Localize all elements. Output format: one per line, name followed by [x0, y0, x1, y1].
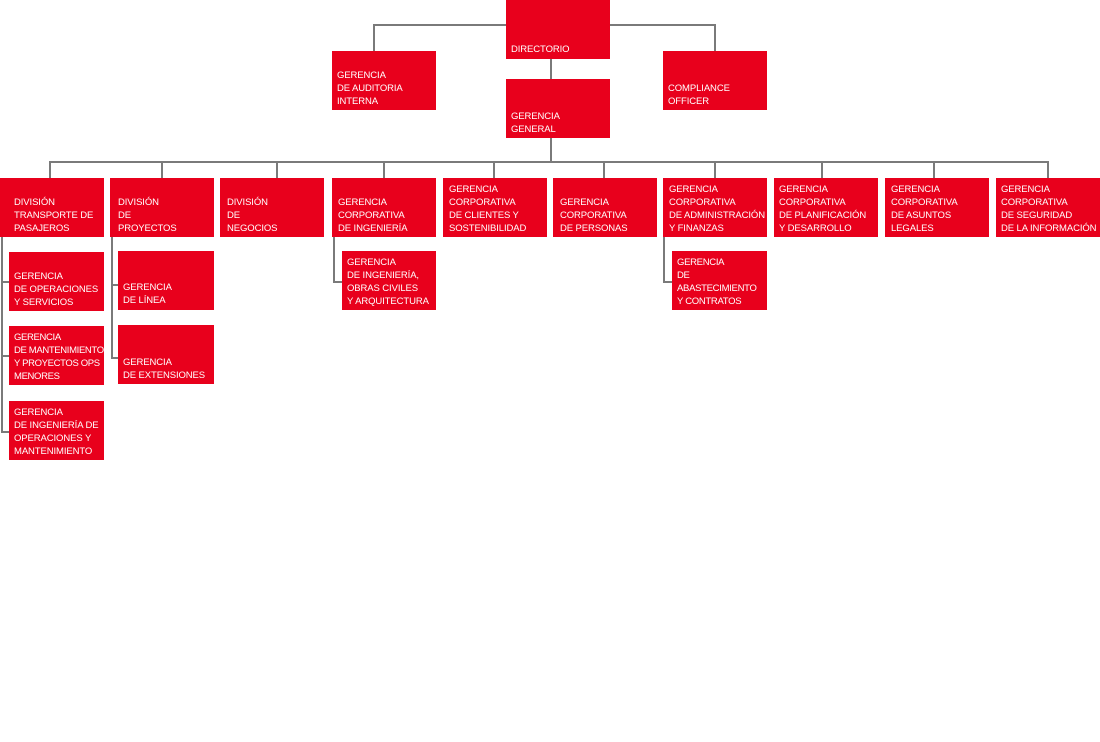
- gerencia-general-box: GERENCIA GENERAL: [506, 79, 610, 138]
- division-transporte-pasajeros-box: DIVISIÓN TRANSPORTE DE PASAJEROS: [0, 178, 104, 237]
- gerencia-corporativa-planificacion-box: GERENCIA CORPORATIVA DE PLANIFICACIÓN Y …: [774, 178, 878, 237]
- gerencia-corporativa-administracion-box: GERENCIA CORPORATIVA DE ADMINISTRACIÓN Y…: [663, 178, 767, 237]
- gerencia-ingenieria-obras-box: GERENCIA DE INGENIERÍA, OBRAS CIVILES Y …: [342, 251, 436, 310]
- division-proyectos-box: DIVISIÓN DE PROYECTOS: [110, 178, 214, 237]
- gerencia-corporativa-seguridad-box: GERENCIA CORPORATIVA DE SEGURIDAD DE LA …: [996, 178, 1100, 237]
- directorio-box: DIRECTORIO: [506, 0, 610, 59]
- gerencia-operaciones-servicios-box: GERENCIA DE OPERACIONES Y SERVICIOS: [9, 252, 104, 311]
- gerencia-auditoria-interna-box: GERENCIA DE AUDITORIA INTERNA: [332, 51, 436, 110]
- gerencia-corporativa-ingenieria-box: GERENCIA CORPORATIVA DE INGENIERÍA: [332, 178, 436, 237]
- compliance-officer-box: COMPLIANCE OFFICER: [663, 51, 767, 110]
- gerencia-mantenimiento-box: GERENCIA DE MANTENIMIENTO Y PROYECTOS OP…: [9, 326, 104, 385]
- gerencia-corporativa-asuntos-legales-box: GERENCIA CORPORATIVA DE ASUNTOS LEGALES: [885, 178, 989, 237]
- gerencia-abastecimiento-box: GERENCIA DE ABASTECIMIENTO Y CONTRATOS: [672, 251, 767, 310]
- gerencia-ingenieria-operaciones-box: GERENCIA DE INGENIERÍA DE OPERACIONES Y …: [9, 401, 104, 460]
- gerencia-extensiones-box: GERENCIA DE EXTENSIONES: [118, 325, 214, 384]
- gerencia-corporativa-personas-box: GERENCIA CORPORATIVA DE PERSONAS: [553, 178, 657, 237]
- division-negocios-box: DIVISIÓN DE NEGOCIOS: [220, 178, 324, 237]
- gerencia-linea-box: GERENCIA DE LÍNEA: [118, 251, 214, 310]
- gerencia-corporativa-clientes-box: GERENCIA CORPORATIVA DE CLIENTES Y SOSTE…: [443, 178, 547, 237]
